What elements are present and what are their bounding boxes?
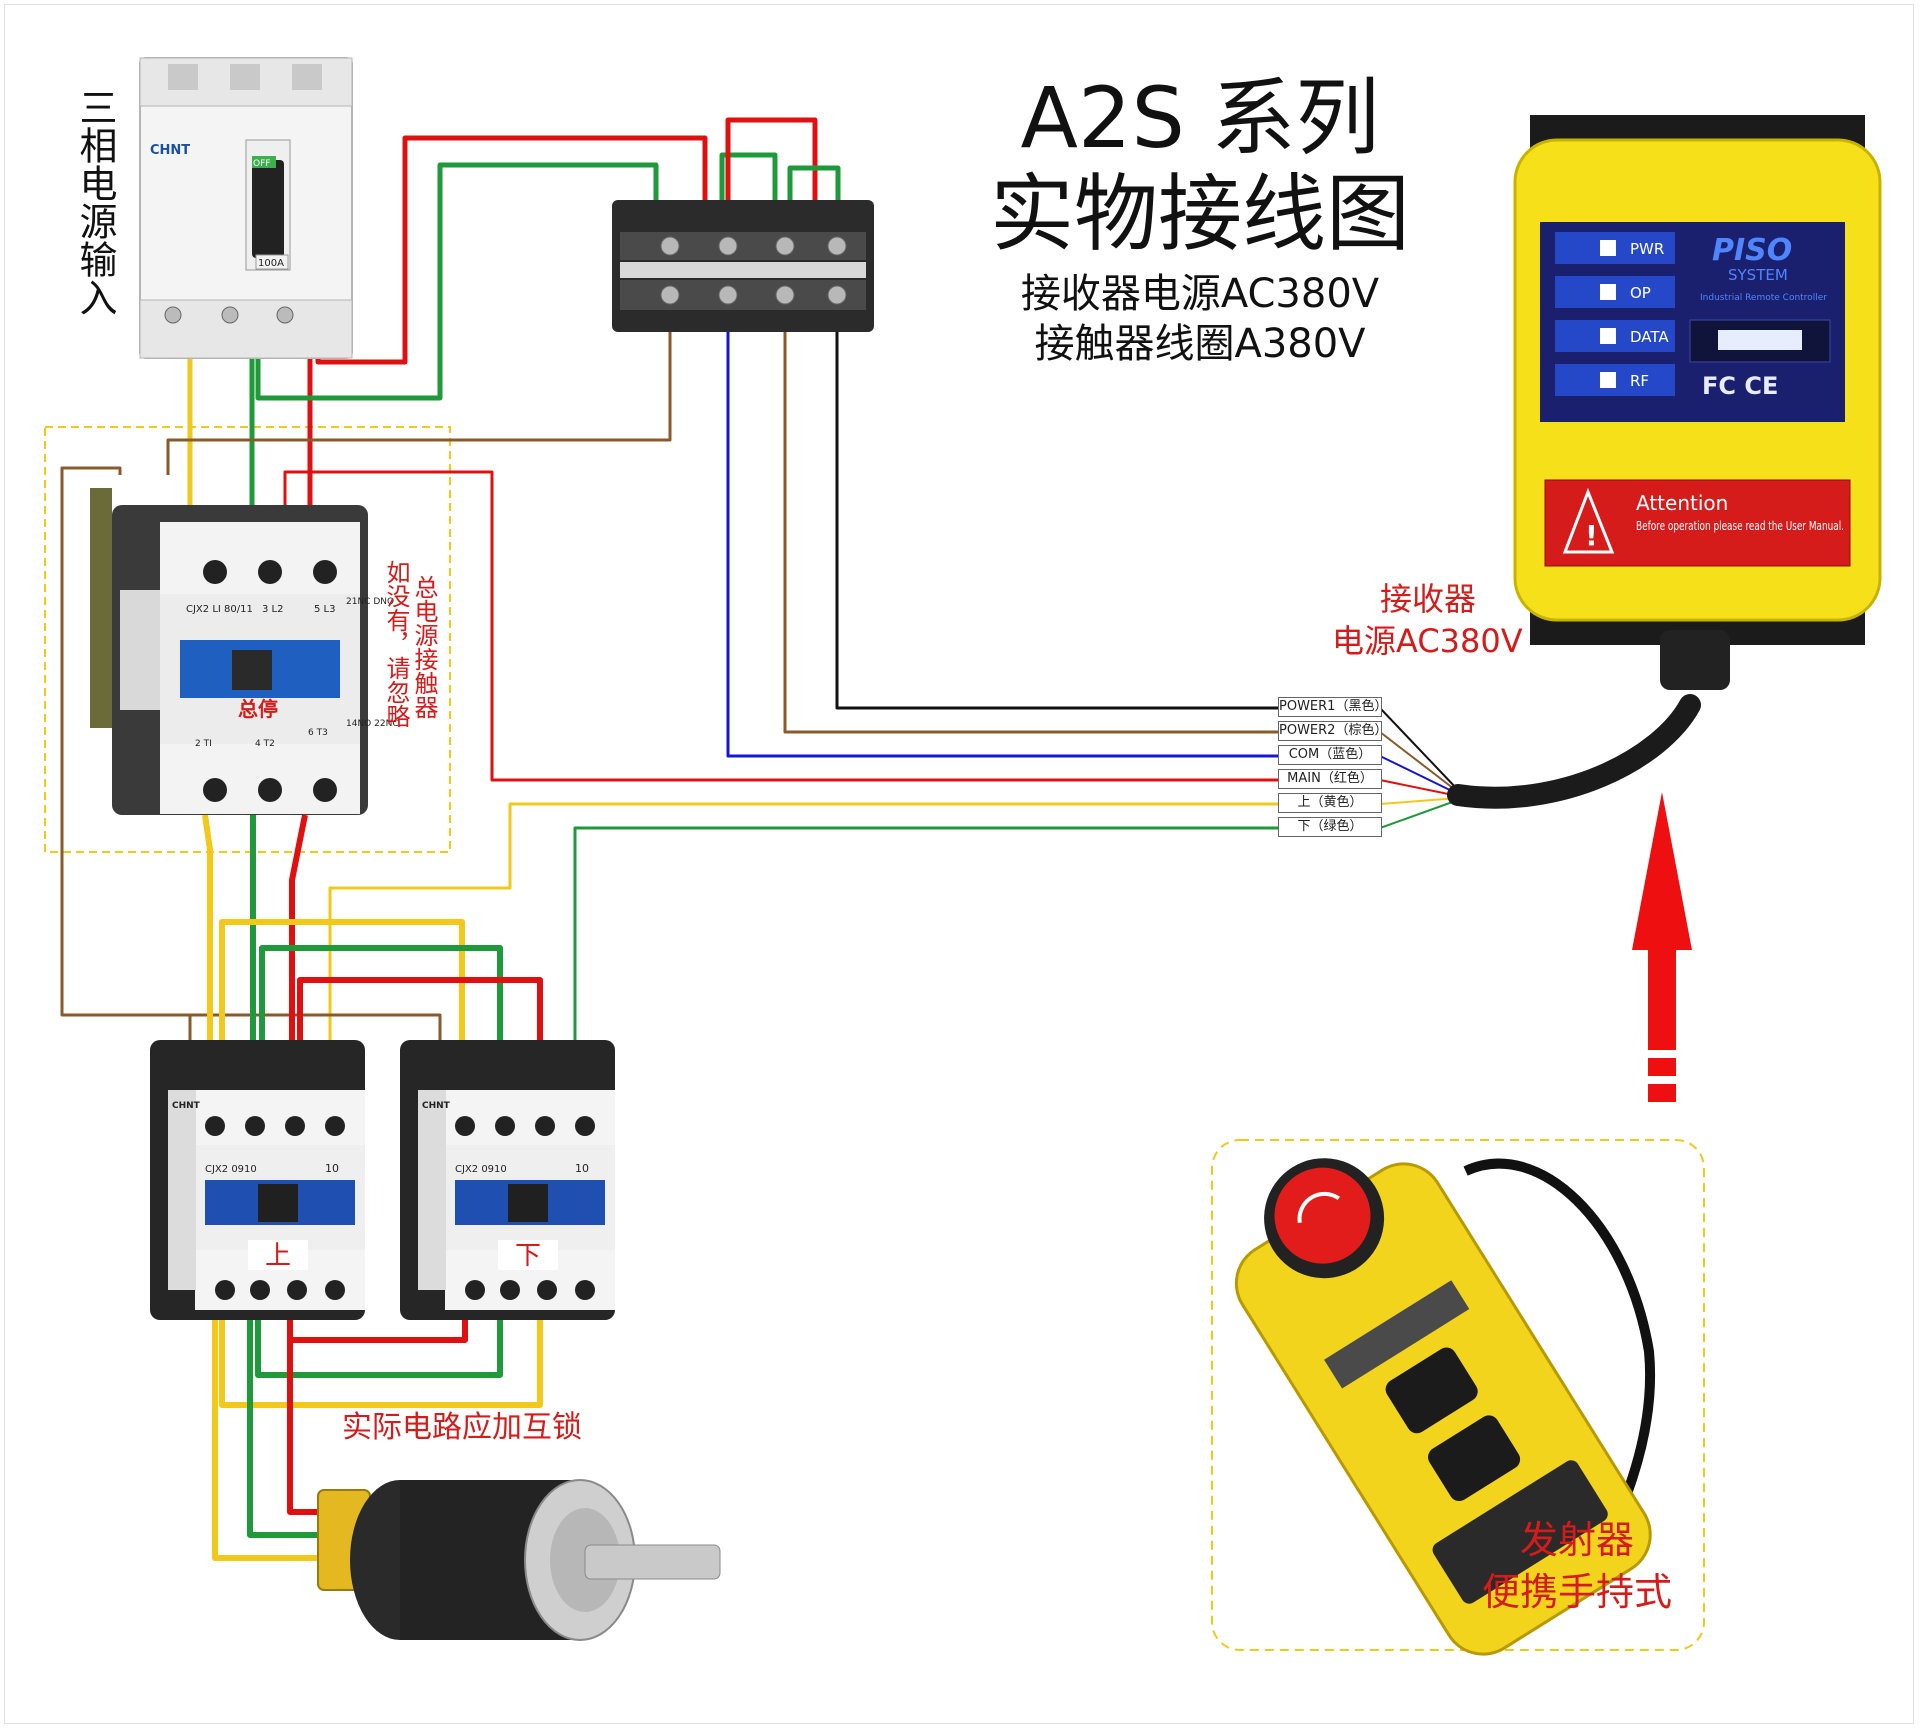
wire-red-motor	[287, 1300, 330, 1515]
receiver-power-label-b: 电源AC380V	[1332, 622, 1523, 660]
wire-yellow-loop	[219, 1300, 543, 1408]
receiver-indicator-op: OP	[1630, 284, 1651, 302]
down-contactor-aux: 10	[575, 1162, 589, 1175]
receiver-cable	[1447, 694, 1701, 809]
wire-label-up: 上（黄色）	[1278, 793, 1382, 813]
up-contactor-model: CJX2 0910	[205, 1164, 257, 1175]
wires	[60, 117, 1701, 1561]
receiver: PWR OP DATA RF PISO SYSTEM Industrial Re…	[1513, 115, 1882, 690]
down-contactor: CJX2 0910 10 CHNT 下	[400, 1040, 615, 1320]
up-contactor-label: 上	[265, 1241, 291, 1271]
receiver-tagline: Industrial Remote Controller	[1700, 293, 1827, 303]
up-contactor-aux: 10	[325, 1162, 339, 1175]
main-contactor-aux-top: 21NC DNO	[346, 597, 394, 607]
receiver-cert-marks: FC CE	[1702, 372, 1778, 400]
warning-icon: !	[1585, 519, 1598, 552]
wire-red-main	[283, 470, 1278, 782]
wire-red-jumper	[725, 117, 818, 238]
down-contactor-brand: CHNT	[422, 1101, 451, 1111]
wire-label-power2: POWER2（棕色）	[1278, 721, 1382, 741]
receiver-brand-sub: SYSTEM	[1728, 266, 1788, 284]
breaker-state: OFF	[253, 159, 270, 169]
receiver-attention-title: Attention	[1636, 491, 1728, 515]
wire-green-motor	[247, 1300, 330, 1538]
breaker-brand: CHNT	[150, 143, 190, 158]
wire-yellow-motor	[212, 1300, 330, 1561]
power-input-label: 三相电源输入	[73, 88, 117, 316]
page-border	[4, 4, 1914, 1724]
wire-brown-common	[60, 466, 192, 1048]
wire-red-down	[289, 814, 308, 1080]
receiver-brand: PISO	[1712, 233, 1792, 268]
wire-black-power1	[835, 285, 1278, 710]
main-contactor-aux-bottom: 14NO 22NC	[346, 719, 399, 729]
transmitter-box	[1211, 1139, 1705, 1651]
spec-line-2: 接触器线圈A380V	[1034, 321, 1366, 367]
transmitter-label-a: 发射器	[1520, 1518, 1635, 1562]
wire-brown-power2	[783, 285, 1278, 734]
wire-green-tap	[255, 162, 659, 401]
wire-green-jumper	[719, 152, 778, 238]
signal-arrow	[1632, 792, 1692, 1102]
main-contactor: CJX2 LI 80/11 3 L2 5 L3 2 TI 4 T2 6 T3 2…	[90, 488, 399, 815]
transmitter	[1234, 1158, 1655, 1656]
wire-green-cross	[259, 945, 503, 1080]
wire-yellow-down	[202, 814, 213, 1080]
circuit-breaker: CHNT OFF 100A	[139, 57, 353, 359]
main-contactor-optional-box	[44, 426, 451, 853]
wire-label-com: COM（蓝色）	[1278, 745, 1382, 765]
page-subtitle: 实物接线图	[989, 165, 1410, 263]
main-contactor-note-b: 如没有，请忽略	[382, 560, 410, 728]
down-contactor-label: 下	[515, 1241, 541, 1271]
up-contactor: CJX2 0910 10 CHNT 上	[150, 1040, 365, 1320]
transmitter-label-b: 便携手持式	[1482, 1570, 1673, 1614]
wire-green-down	[573, 826, 1278, 1050]
main-contactor-term-3: 5 L3	[314, 604, 335, 615]
wire-label-power1: POWER1（黑色）	[1278, 697, 1382, 717]
wire-brown-coil	[166, 330, 672, 475]
main-contactor-term-2: 3 L2	[262, 604, 283, 615]
main-contactor-note-a: 总电源接触器	[410, 575, 438, 719]
receiver-power-label-a: 接收器	[1380, 580, 1477, 618]
down-contactor-model: CJX2 0910	[455, 1164, 507, 1175]
spec-line-1: 接收器电源AC380V	[1020, 271, 1380, 317]
main-contactor-term-b2: 4 T2	[255, 739, 275, 749]
wire-green-loop	[255, 1300, 503, 1378]
main-contactor-term-b3: 6 T3	[308, 728, 328, 738]
wire-yellow-up	[328, 802, 1278, 1048]
terminal-block	[612, 200, 874, 332]
wire-label-down: 下（绿色）	[1278, 817, 1382, 837]
motor	[317, 1479, 721, 1641]
wire-blue-com	[726, 285, 1278, 758]
receiver-indicator-rf: RF	[1630, 372, 1649, 390]
receiver-indicator-pwr: PWR	[1630, 240, 1664, 258]
up-contactor-brand: CHNT	[172, 1101, 201, 1111]
page-title: A2S 系列	[1020, 69, 1380, 167]
breaker-rating: 100A	[258, 258, 284, 269]
main-contactor-model: CJX2 LI 80/11	[186, 604, 253, 615]
receiver-attention-text: Before operation please read the User Ma…	[1636, 519, 1844, 533]
interlock-note: 实际电路应加互锁	[342, 1410, 582, 1445]
receiver-indicator-data: DATA	[1630, 328, 1669, 346]
main-contactor-term-b1: 2 TI	[195, 739, 212, 749]
wire-brown-common-2	[190, 1013, 442, 1048]
main-stop-label: 总停	[238, 697, 278, 721]
wire-label-main: MAIN（红色）	[1278, 769, 1382, 789]
wire-red-cross	[297, 977, 543, 1080]
wire-yellow-cross	[219, 919, 465, 1080]
